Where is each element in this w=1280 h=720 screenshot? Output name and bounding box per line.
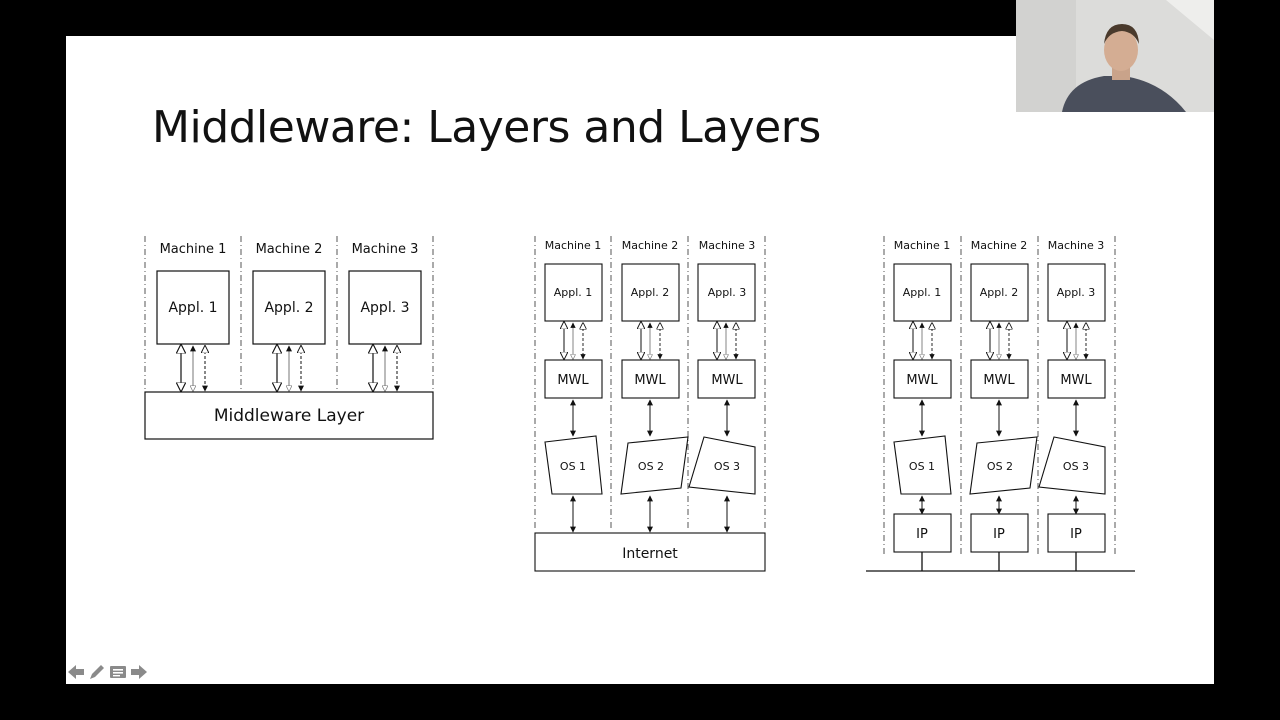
diagram-3: Machine 1 Machine 2 Machine 3 Appl. 1 Ap…	[866, 236, 1135, 572]
mwl-os-arrows	[919, 399, 1079, 437]
os-label: OS 1	[560, 460, 586, 473]
machine-label: Machine 1	[894, 239, 951, 252]
app-box	[252, 270, 326, 345]
ip-box	[970, 513, 1029, 553]
os-internet-arrows	[570, 495, 730, 533]
app-label: Appl. 2	[264, 300, 313, 316]
ip-box	[1047, 513, 1106, 553]
machine-label: Machine 1	[160, 242, 227, 257]
mwl-box	[697, 359, 756, 399]
machine-label: Machine 3	[1048, 239, 1105, 252]
app-box	[544, 263, 603, 322]
mwl-box	[893, 359, 952, 399]
app-label: Appl. 3	[360, 300, 409, 316]
os-box	[893, 435, 952, 495]
mwl-box	[621, 359, 680, 399]
mwl-label: MWL	[906, 373, 938, 388]
os-label: OS 3	[714, 460, 740, 473]
mwl-os-arrows	[570, 399, 730, 437]
mwl-label: MWL	[711, 373, 743, 388]
slide-title: Middleware: Layers and Layers	[152, 102, 821, 153]
arrow-left-icon[interactable]	[66, 662, 86, 682]
machine-label: Machine 2	[971, 239, 1028, 252]
app-mwl-arrows	[913, 322, 1086, 359]
mwl-label: MWL	[557, 373, 589, 388]
diagram-1: Machine 1 Machine 2 Machine 3 Appl. 1 Ap…	[144, 236, 434, 440]
app-label: Appl. 3	[1057, 286, 1096, 299]
mwl-box	[544, 359, 603, 399]
app-label: Appl. 3	[708, 286, 747, 299]
ip-label: IP	[1070, 527, 1082, 542]
mwl-label: MWL	[1060, 373, 1092, 388]
app-box	[621, 263, 680, 322]
app-label: Appl. 1	[168, 300, 217, 316]
app-box	[1047, 263, 1106, 322]
mwl-box	[970, 359, 1029, 399]
presenter-image	[1016, 0, 1214, 112]
os-box	[688, 436, 756, 495]
slideshow-toolbar	[66, 662, 150, 684]
machine-label: Machine 3	[699, 239, 756, 252]
os-box	[544, 435, 603, 495]
webcam-video	[1016, 0, 1214, 112]
os-ip-arrows	[919, 495, 1079, 515]
app-middleware-arrows	[181, 345, 397, 391]
menu-icon[interactable]	[108, 662, 128, 682]
os-label: OS 2	[638, 460, 664, 473]
machine-label: Machine 2	[256, 242, 323, 257]
mwl-box	[1047, 359, 1106, 399]
app-box	[156, 270, 230, 345]
os-box	[620, 436, 689, 495]
arrow-right-icon[interactable]	[129, 662, 149, 682]
diagram-2: Machine 1 Machine 2 Machine 3 Appl. 1 Ap…	[534, 236, 766, 572]
app-label: Appl. 2	[631, 286, 670, 299]
os-label: OS 3	[1063, 460, 1089, 473]
mwl-label: MWL	[634, 373, 666, 388]
os-box	[969, 436, 1038, 495]
app-box	[348, 270, 422, 345]
machine-label: Machine 3	[352, 242, 419, 257]
machine-label: Machine 2	[622, 239, 679, 252]
app-box	[893, 263, 952, 322]
pen-icon[interactable]	[87, 662, 107, 682]
middleware-layer-box	[144, 391, 434, 440]
ip-label: IP	[916, 527, 928, 542]
internet-box	[534, 532, 766, 572]
machine-label: Machine 1	[545, 239, 602, 252]
os-box	[1038, 436, 1106, 495]
app-box	[970, 263, 1029, 322]
internet-label: Internet	[622, 546, 678, 562]
app-label: Appl. 2	[980, 286, 1019, 299]
middleware-layer-label: Middleware Layer	[214, 406, 364, 426]
os-label: OS 2	[987, 460, 1013, 473]
mwl-label: MWL	[983, 373, 1015, 388]
ip-label: IP	[993, 527, 1005, 542]
os-label: OS 1	[909, 460, 935, 473]
app-label: Appl. 1	[903, 286, 942, 299]
app-label: Appl. 1	[554, 286, 593, 299]
app-box	[697, 263, 756, 322]
network-bus	[866, 552, 1135, 572]
app-mwl-arrows	[564, 322, 736, 359]
